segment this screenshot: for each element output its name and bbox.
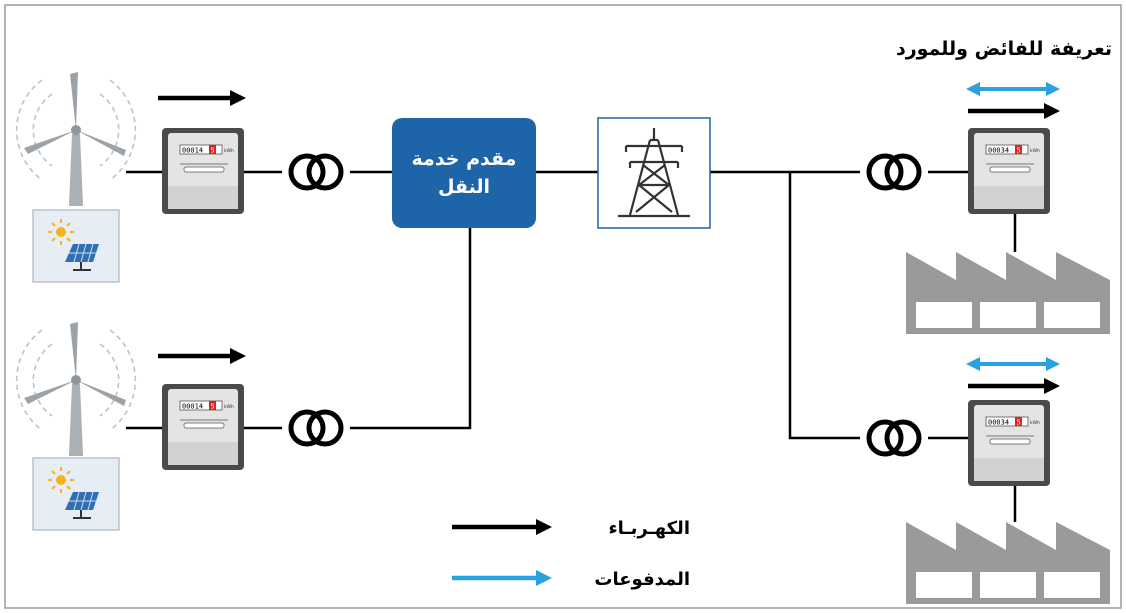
meter-reading-last-digit: 5 [1017, 419, 1021, 427]
solar-panel-icon [32, 209, 120, 283]
meter-reading-digits: 00014 [182, 403, 203, 411]
factory-icon [906, 252, 1110, 334]
meter-reading-last-digit: 5 [1017, 147, 1021, 155]
transport-provider-label-line1: مقدم خدمة [412, 148, 517, 170]
legend-electricity-label: الكهـربـاء [608, 518, 690, 539]
electricity-arrow [968, 103, 1060, 119]
meter-unit: kWh [1030, 420, 1040, 426]
electricity-meter-icon: 00034 5 kWh [967, 399, 1051, 487]
meter-reading-last-digit: 5 [211, 147, 215, 155]
frame [4, 4, 1122, 609]
electricity-arrow [968, 378, 1060, 394]
meter-unit: kWh [224, 148, 234, 154]
transformer-icon [291, 412, 341, 444]
legend-electricity-arrow [452, 519, 552, 535]
electricity-arrow [158, 90, 246, 106]
meter-reading-last-digit: 5 [211, 403, 215, 411]
solar-panel-icon [32, 457, 120, 531]
electricity-meter-icon: 00034 5 kWh [967, 127, 1051, 215]
transformer-icon [869, 422, 919, 454]
diagram-title: تعريفة للفائض وللمورد [896, 38, 1112, 60]
factory-icon [906, 522, 1110, 604]
electricity-meter-icon: 00014 5 kWh [161, 127, 245, 215]
wind-turbine-icon [15, 321, 137, 457]
meter-reading-digits: 00034 [988, 419, 1009, 427]
transport-provider-box: مقدم خدمة النقل [392, 118, 536, 228]
transmission-tower-icon [597, 117, 711, 229]
electricity-arrow [158, 348, 246, 364]
legend: الكهـربـاء المدفوعات [452, 518, 690, 590]
meter-unit: kWh [1030, 148, 1040, 154]
transport-provider-label-line2: النقل [438, 176, 490, 198]
electricity-meter-icon: 00014 5 kWh [161, 383, 245, 471]
legend-payments-label: المدفوعات [594, 569, 690, 590]
meter-reading-digits: 00034 [988, 147, 1009, 155]
meter-reading-digits: 00014 [182, 147, 203, 155]
wiring [126, 170, 1017, 522]
legend-payments-arrow [452, 570, 552, 586]
payments-arrow [966, 82, 1060, 96]
payments-arrow [966, 357, 1060, 371]
transformer-icon [869, 156, 919, 188]
wind-turbine-icon [15, 71, 137, 207]
meter-unit: kWh [224, 404, 234, 410]
transformer-icon [291, 156, 341, 188]
